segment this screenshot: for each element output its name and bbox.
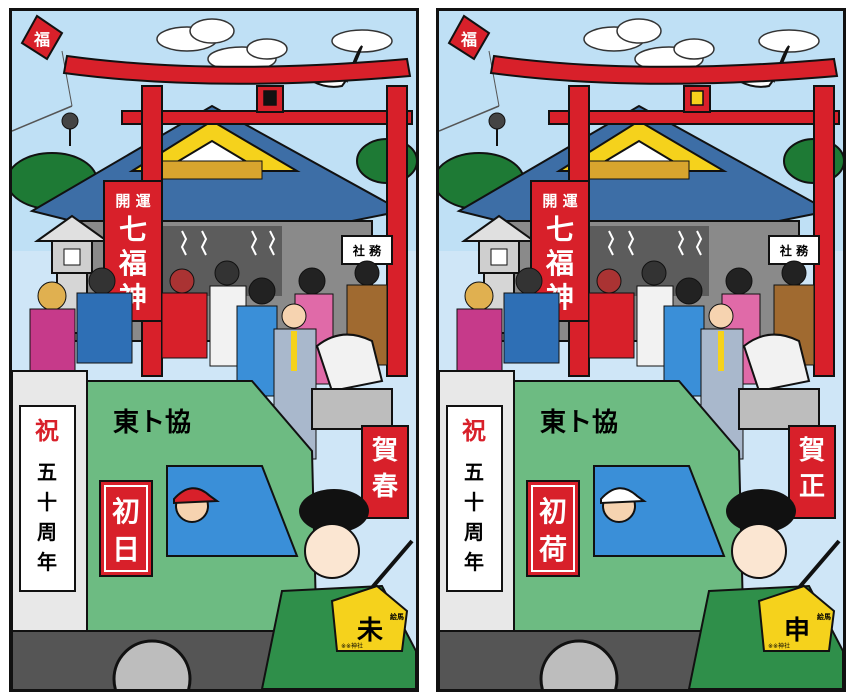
ema-zodiac-char: 申	[784, 616, 810, 646]
small-kite[interactable]	[61, 112, 79, 146]
side-sign-top: 祝	[462, 417, 486, 445]
side-sign-char-2: 十	[37, 490, 57, 514]
placard-char-1: 賀	[371, 436, 398, 466]
crowd-of-visitors[interactable]	[29, 260, 388, 460]
cloud-decoration	[156, 18, 393, 72]
truck-sign-char-2: 日	[112, 533, 140, 566]
truck-driver[interactable]	[173, 487, 220, 523]
shrine-office-sign[interactable]: 社 務	[341, 235, 393, 265]
left-picture-panel[interactable]: 福	[9, 8, 419, 692]
kite[interactable]: 福	[20, 14, 64, 61]
visitor-red-coat	[161, 268, 208, 359]
side-sign-char-3: 周	[37, 520, 57, 544]
komainu-guardian-lion[interactable]	[738, 333, 820, 430]
banner-char-1: 七	[546, 213, 574, 246]
visitor-pink-coat	[29, 281, 76, 380]
truck-sign-char-1: 初	[112, 495, 140, 528]
office-sign-label: 社 務	[779, 243, 809, 258]
driver-cap[interactable]	[600, 487, 647, 505]
new-year-placard[interactable]: 賀 正	[788, 425, 836, 519]
truck-brand-text: 東ト協	[113, 408, 191, 438]
side-sign-top: 祝	[35, 417, 59, 445]
kite-label: 福	[460, 30, 477, 49]
placard-char-1: 賀	[798, 436, 825, 466]
side-sign-char-3: 周	[464, 520, 484, 544]
truck-driver[interactable]	[600, 487, 647, 523]
delivery-truck[interactable]: 祝 五 十 周 年 東ト協 初 荷	[439, 370, 746, 689]
banner-char-2: 福	[545, 247, 574, 280]
kite-label: 福	[33, 30, 50, 49]
placard-char-2: 正	[799, 472, 825, 502]
truck-sign-char-2: 荷	[539, 533, 567, 566]
visitor-blue-kimono	[236, 277, 278, 397]
side-sign-char-4: 年	[464, 550, 484, 574]
side-sign-char-4: 年	[37, 550, 57, 574]
driver-cap[interactable]	[173, 487, 220, 505]
visitor-red-coat	[588, 268, 635, 359]
new-year-placard[interactable]: 賀 春	[361, 425, 409, 519]
shrine-office-sign[interactable]: 社 務	[768, 235, 820, 265]
banner-char-2: 福	[118, 247, 147, 280]
banner-top-text: 開 運	[542, 192, 578, 210]
truck-sign-char-1: 初	[539, 495, 567, 528]
side-sign-char-2: 十	[464, 490, 484, 514]
komainu-guardian-lion[interactable]	[311, 333, 393, 430]
cloud-decoration	[583, 18, 820, 72]
side-sign-char-1: 五	[37, 460, 57, 484]
torii-plaque-badge[interactable]	[263, 90, 277, 106]
visitor-blue-jacket	[76, 267, 133, 364]
visitor-blue-jacket	[503, 267, 560, 364]
ema-bottom-text: ※※神社	[341, 642, 363, 650]
right-scene[interactable]: 福	[439, 11, 843, 689]
torii-plaque-badge[interactable]	[690, 90, 704, 106]
ema-side-text: 絵馬	[390, 612, 404, 621]
right-picture-panel[interactable]: 福	[436, 8, 846, 692]
ema-plaque[interactable]: 申 絵馬 ※※神社	[757, 584, 836, 652]
ema-plaque[interactable]: 未 絵馬 ※※神社	[330, 584, 409, 652]
office-sign-label: 社 務	[352, 243, 382, 258]
ema-zodiac-char: 未	[357, 616, 383, 646]
side-sign-char-1: 五	[464, 460, 484, 484]
ema-side-text: 絵馬	[817, 612, 831, 621]
ema-bottom-text: ※※神社	[768, 642, 790, 650]
placard-char-2: 春	[372, 472, 398, 502]
banner-top-text: 開 運	[115, 192, 151, 210]
kite[interactable]: 福	[447, 14, 491, 61]
truck-brand-text: 東ト協	[540, 408, 618, 438]
banner-char-1: 七	[119, 213, 147, 246]
left-scene[interactable]: 福	[12, 11, 416, 689]
small-kite[interactable]	[488, 112, 506, 146]
